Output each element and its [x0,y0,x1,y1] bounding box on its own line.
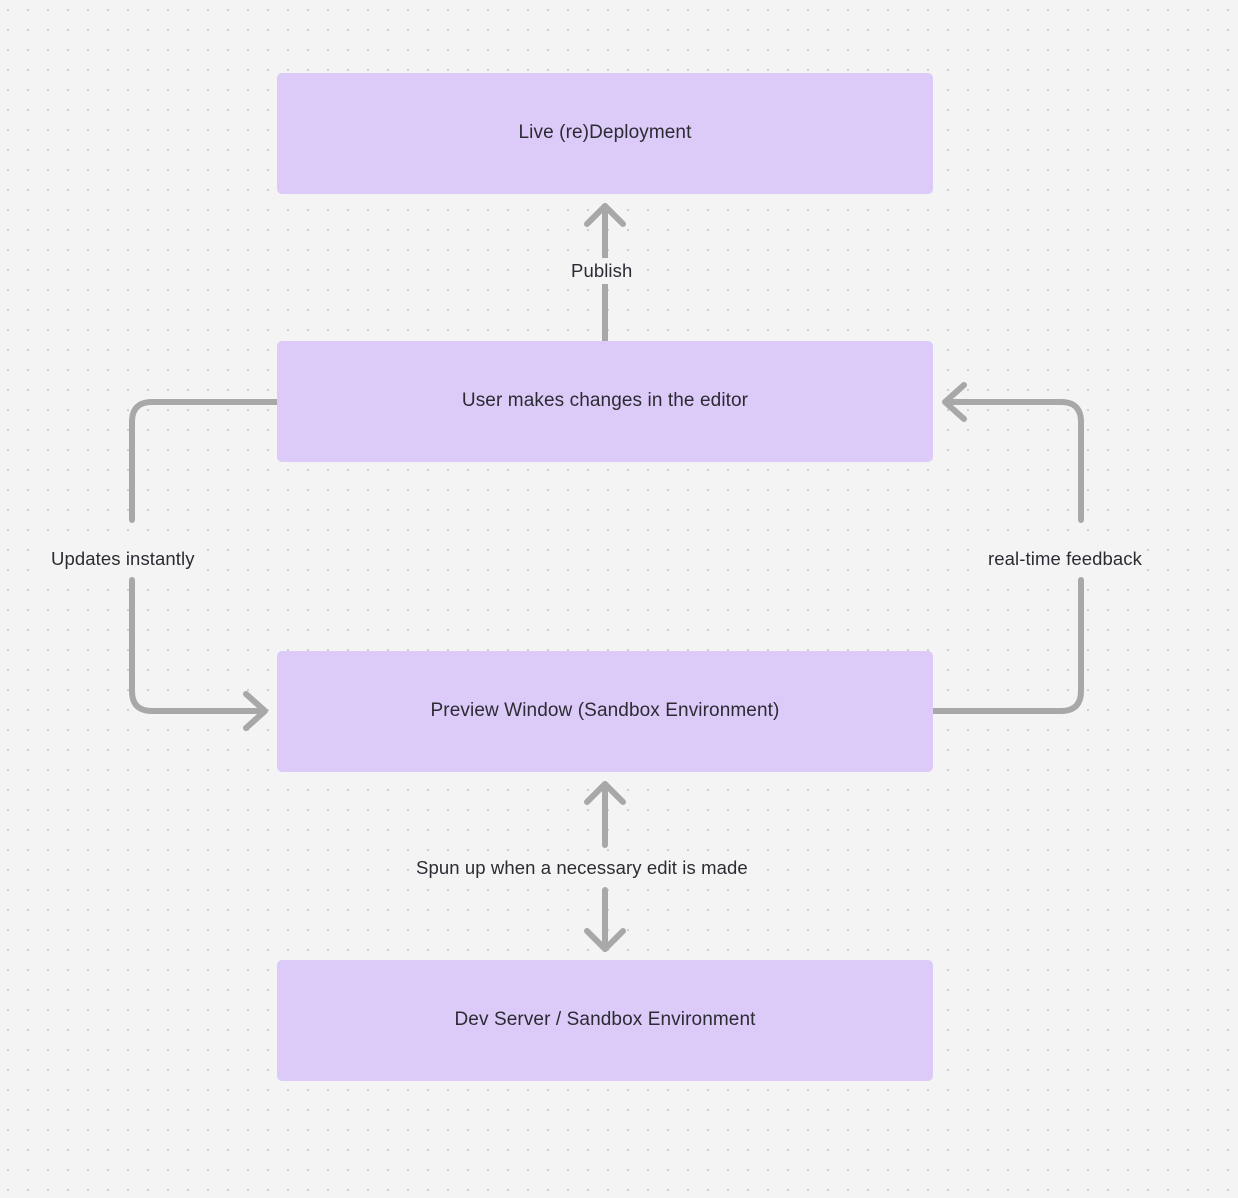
edge-label-spun-up: Spun up when a necessary edit is made [411,855,753,882]
edge-label-real-time-feedback: real-time feedback [983,546,1147,573]
node-live-redeployment[interactable]: Live (re)Deployment [277,73,933,194]
node-user-makes-changes[interactable]: User makes changes in the editor [277,341,933,462]
edge-label-updates-instantly: Updates instantly [46,546,200,573]
edge-label-publish: Publish [566,258,638,285]
node-dev-server[interactable]: Dev Server / Sandbox Environment [277,960,933,1081]
node-preview-window[interactable]: Preview Window (Sandbox Environment) [277,651,933,772]
